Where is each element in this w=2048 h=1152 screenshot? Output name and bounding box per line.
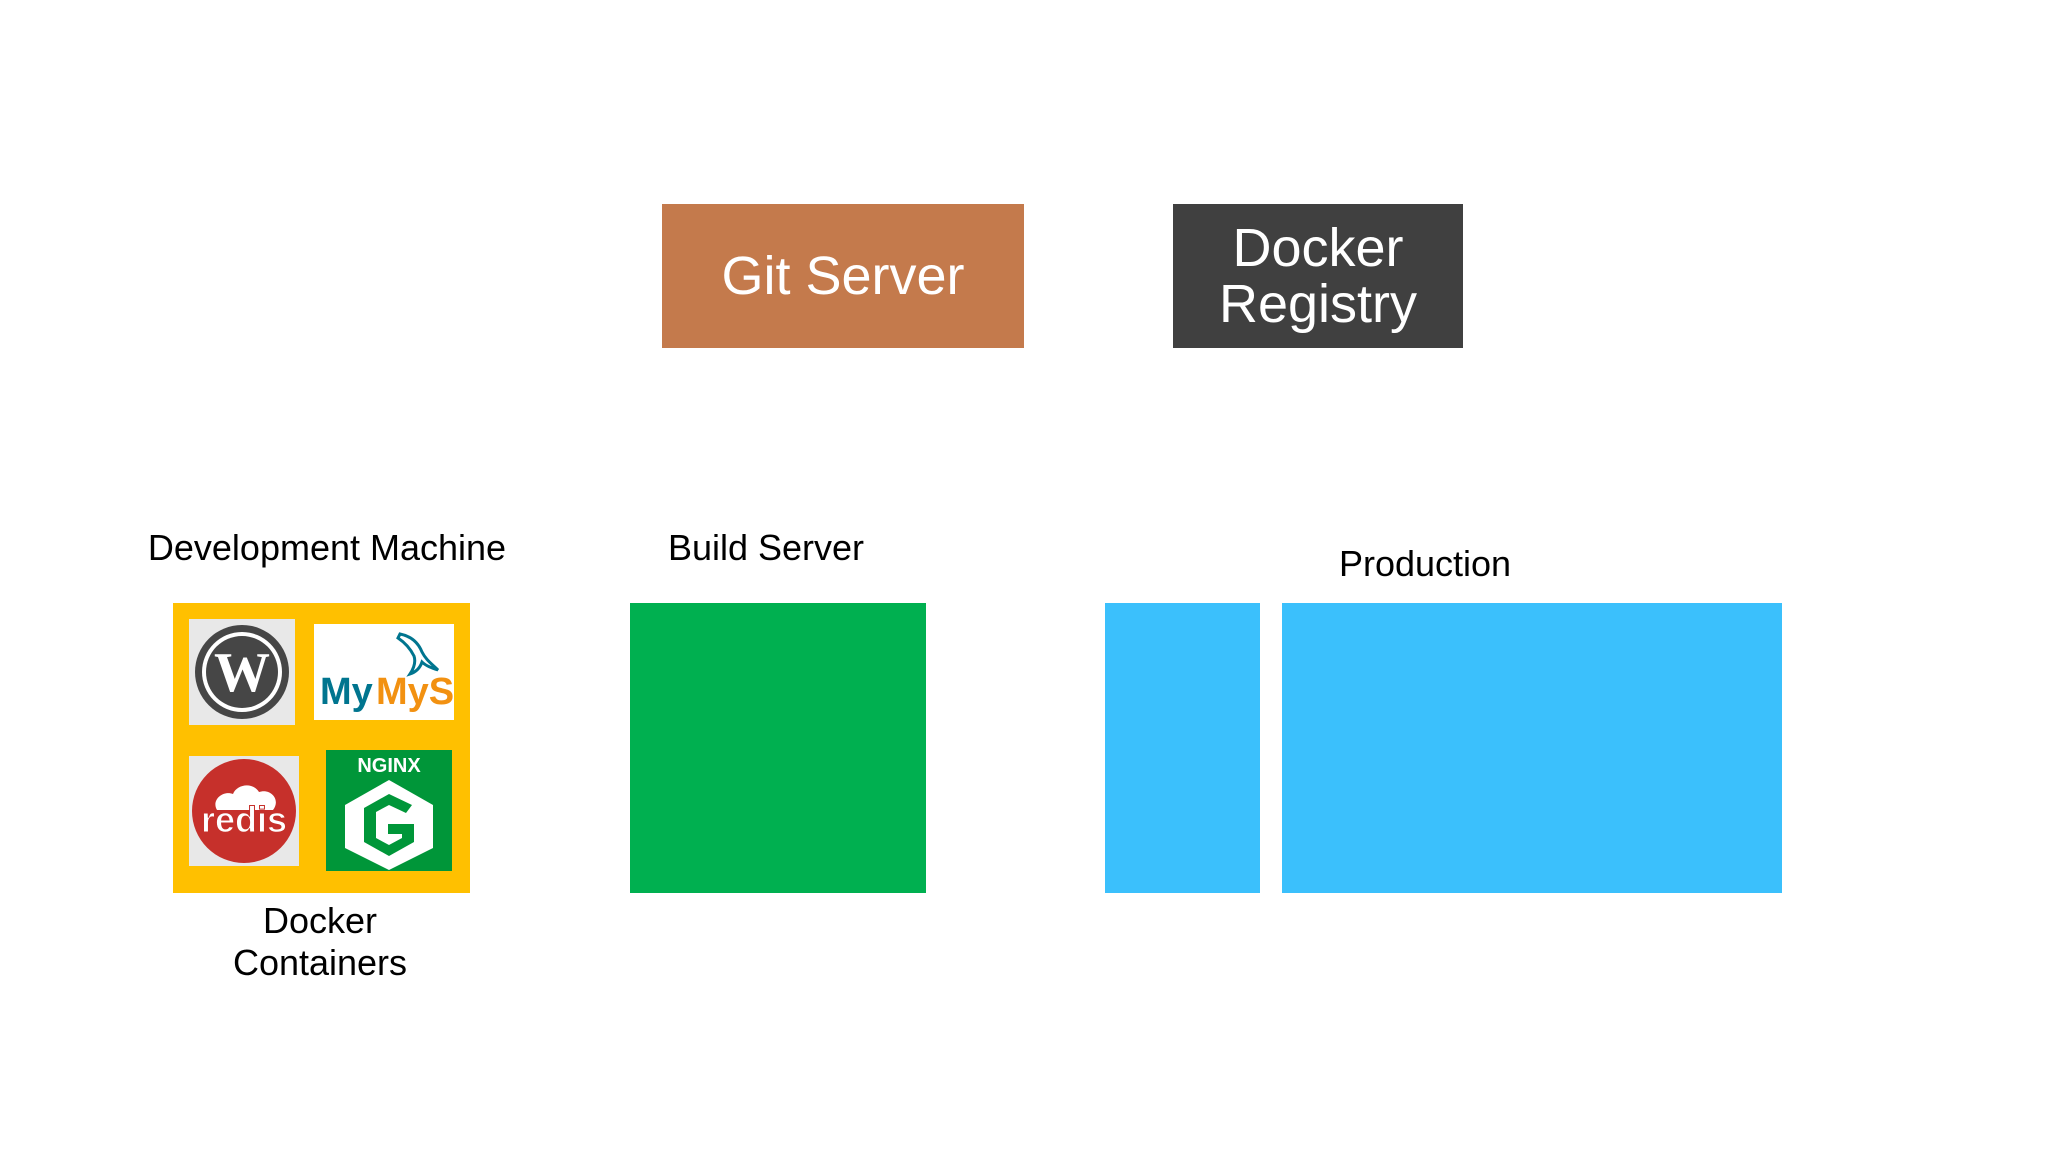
build-server-label: Build Server (667, 527, 865, 568)
nginx-icon: NGINX (326, 750, 452, 871)
docker-containers-label-line2: Containers (232, 942, 408, 983)
development-machine-box: W My MySQL redis NGINX (173, 603, 470, 893)
redis-icon: redis (189, 756, 299, 866)
production-box-large (1282, 603, 1782, 893)
mysql-text: MySQL (376, 671, 454, 713)
production-box-small (1105, 603, 1260, 893)
git-server-box: Git Server (662, 204, 1024, 348)
build-server-box (630, 603, 926, 893)
production-label: Production (1338, 543, 1512, 584)
docker-registry-label-line1: Docker (1232, 218, 1404, 278)
nginx-text: NGINX (357, 755, 421, 777)
svg-text:My: My (320, 671, 373, 713)
wordpress-icon: W (189, 619, 295, 725)
docker-registry-label: Docker Registry (1219, 220, 1417, 332)
redis-text: redis (201, 799, 287, 840)
docker-containers-label: Docker Containers (170, 900, 470, 984)
mysql-icon: My MySQL (314, 624, 454, 720)
svg-text:W: W (214, 642, 270, 704)
development-machine-label: Development Machine (147, 527, 507, 568)
docker-registry-box: Docker Registry (1173, 204, 1463, 348)
docker-registry-label-line2: Registry (1218, 274, 1418, 334)
git-server-label: Git Server (721, 246, 965, 306)
docker-containers-label-line1: Docker (262, 900, 378, 941)
